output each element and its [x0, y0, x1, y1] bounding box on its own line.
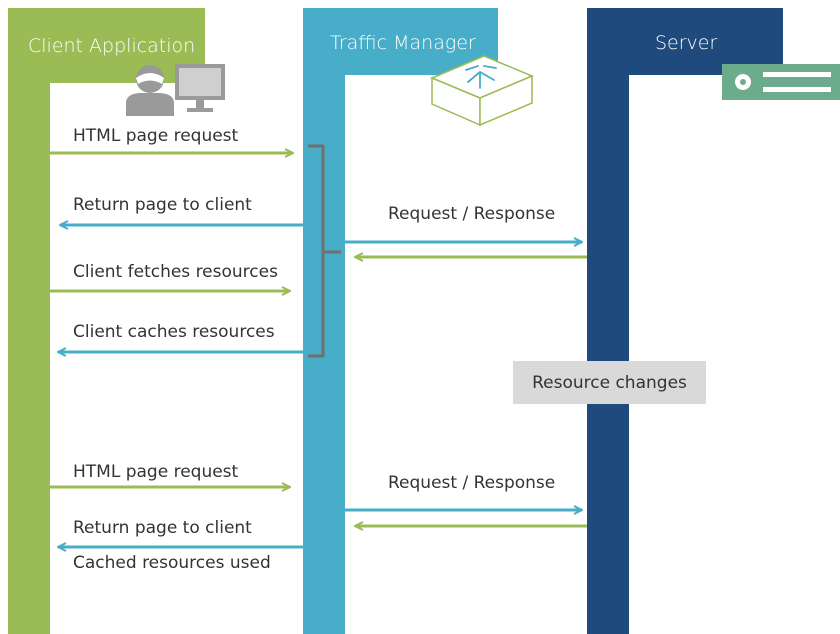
message-label: Request / Response — [388, 473, 556, 493]
client-lane-title: Client Application — [28, 35, 196, 57]
message-label: HTML page request — [73, 462, 239, 482]
resource-changes-note: Resource changes — [513, 361, 706, 404]
server-lane-title: Server — [655, 32, 718, 54]
message-label: Client fetches resources — [73, 262, 278, 282]
message-label: Return page to client — [73, 518, 252, 538]
user-computer-icon — [126, 64, 225, 116]
message-label: Cached resources used — [73, 553, 271, 573]
traffic-lane-title: Traffic Manager — [330, 32, 476, 54]
server-lifeline — [587, 75, 629, 634]
client-lifeline — [8, 83, 50, 634]
message-label: HTML page request — [73, 126, 239, 146]
message-label: Client caches resources — [73, 322, 275, 342]
server-lane-header — [587, 8, 783, 75]
server-rack-icon — [722, 64, 840, 100]
message-label: Return page to client — [73, 195, 252, 215]
message-label: Request / Response — [388, 204, 556, 224]
traffic-manager-router-icon — [430, 55, 534, 127]
group-bracket — [308, 144, 341, 358]
client-lane-header — [8, 8, 205, 83]
